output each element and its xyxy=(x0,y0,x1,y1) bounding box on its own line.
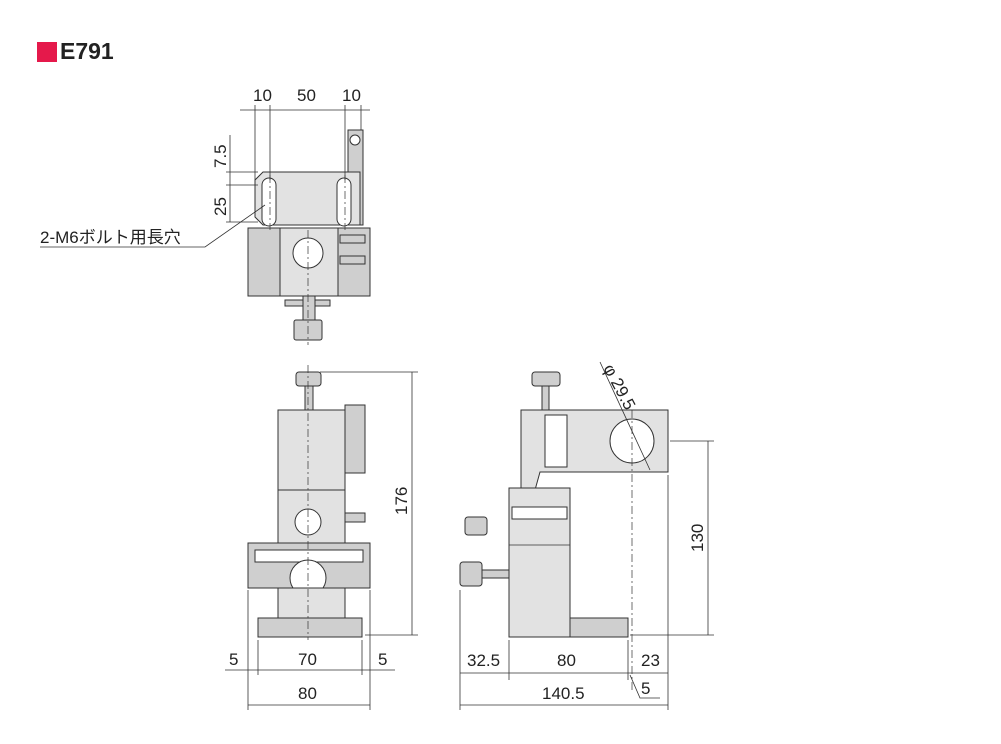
dim-side-total-width: 140.5 xyxy=(542,684,585,703)
product-code: E791 xyxy=(60,38,114,64)
top-view: 10 50 10 7.5 25 2-M6ボルト用長穴 xyxy=(40,86,371,345)
slot-hole-left xyxy=(261,177,277,227)
dim-side-offset-right: 23 xyxy=(641,651,660,670)
dim-front-height: 176 xyxy=(392,487,411,515)
dim-top-middle: 50 xyxy=(297,86,316,105)
callout-bolt-slot: 2-M6ボルト用長穴 xyxy=(40,228,181,247)
dim-diameter: φ 29.5 xyxy=(599,361,639,413)
product-title: E791 xyxy=(37,38,114,65)
slot-hole-right xyxy=(336,177,352,227)
dim-front-inner-width: 70 xyxy=(298,650,317,669)
side-view: φ 29.5 130 32.5 80 23 5 140.5 xyxy=(459,361,714,710)
dim-side-gap: 5 xyxy=(641,679,650,698)
dim-top-left: 10 xyxy=(253,86,272,105)
dim-front-right-margin: 5 xyxy=(378,650,387,669)
dim-height-a: 7.5 xyxy=(211,144,230,168)
dim-top-right: 10 xyxy=(342,86,361,105)
dim-side-height: 130 xyxy=(688,524,707,552)
dim-front-left-margin: 5 xyxy=(229,650,238,669)
dim-side-offset-left: 32.5 xyxy=(467,651,500,670)
title-marker xyxy=(37,41,57,62)
front-view: 176 5 70 5 80 xyxy=(225,365,418,710)
dim-height-b: 25 xyxy=(211,197,230,216)
dim-side-base-width: 80 xyxy=(557,651,576,670)
dim-front-width: 80 xyxy=(298,684,317,703)
